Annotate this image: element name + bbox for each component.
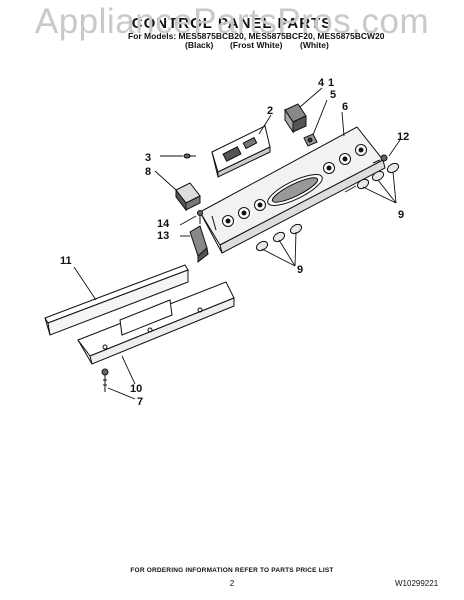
callout-labels: 1 2 3 4 5 6 7 8 9 9 10 11 12 13 14 [60, 77, 409, 408]
callout-9-upper: 9 [398, 209, 404, 221]
leader-lines [73, 87, 401, 400]
mounting-channel-part [77, 281, 235, 365]
electronic-control-board-part [211, 125, 271, 178]
finish-frost-white: (Frost White) [230, 40, 283, 50]
callout-6: 6 [342, 101, 348, 113]
callout-7: 7 [137, 396, 143, 408]
callout-2: 2 [267, 105, 273, 117]
callout-3: 3 [145, 152, 151, 164]
ordering-note: FOR ORDERING INFORMATION REFER TO PARTS … [130, 567, 334, 574]
bracket-screw-part [197, 210, 203, 224]
page-number: 2 [229, 579, 235, 588]
model-list: For Models: MES5875BCB20, MES5875BCF20, … [128, 31, 385, 41]
callout-11: 11 [60, 255, 72, 267]
finish-black: (Black) [185, 40, 214, 50]
channel-screw-part [101, 368, 109, 392]
end-bracket-part [189, 225, 209, 264]
panel-screw-part [372, 154, 388, 164]
clock-module-part [284, 103, 307, 134]
callout-10: 10 [130, 383, 142, 395]
callout-4: 4 [318, 77, 325, 89]
switch-part [303, 133, 318, 147]
callout-13: 13 [157, 230, 169, 242]
callout-12: 12 [397, 131, 409, 143]
screw-part [183, 153, 196, 159]
control-knobs-part [255, 162, 400, 252]
page-title: CONTROL PANEL PARTS [131, 15, 333, 32]
callout-9-lower: 9 [297, 264, 303, 276]
trim-strip-part [44, 264, 189, 336]
document-number: W10299221 [395, 579, 439, 588]
touchpad-switch-part [175, 182, 201, 212]
finish-white: (White) [300, 40, 329, 50]
callout-14: 14 [157, 218, 170, 230]
callout-1: 1 [328, 77, 334, 89]
callout-8: 8 [145, 166, 151, 178]
control-panel-part [199, 126, 386, 254]
watermark: AppliancePartsPros.com [34, 2, 430, 41]
callout-5: 5 [330, 89, 336, 101]
